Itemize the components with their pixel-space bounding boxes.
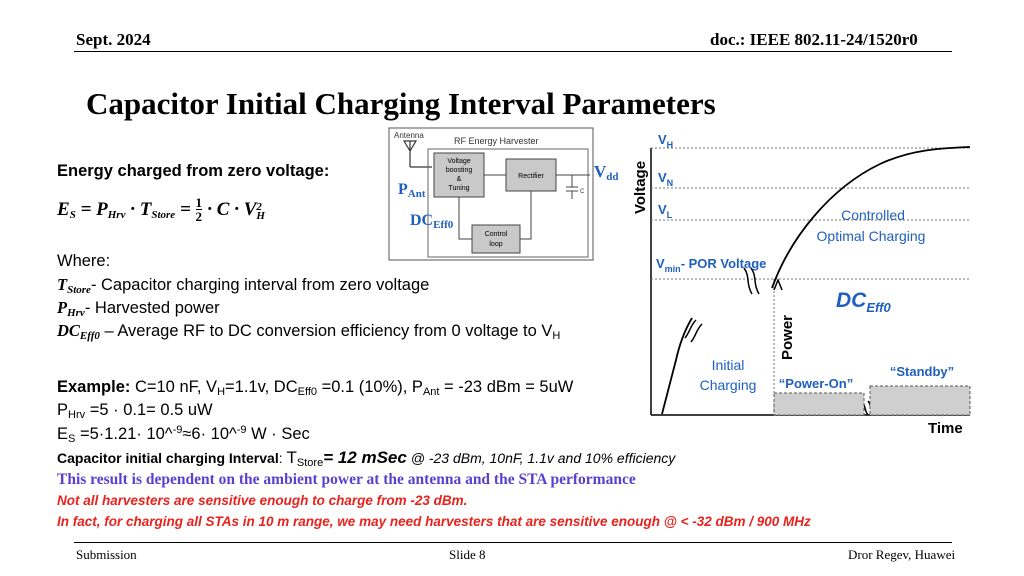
example-label: Example: xyxy=(57,378,131,396)
controlled-label: Controlled xyxy=(841,207,905,223)
power-label: Power xyxy=(779,315,796,360)
initial-curve xyxy=(661,317,693,415)
charging-label: Charging xyxy=(700,377,757,393)
voltage-line-1: Voltage xyxy=(447,158,470,165)
footer-author: Dror Regev, Huawei xyxy=(848,547,956,562)
interval-value: = 12 mSec xyxy=(323,448,407,467)
harvester-frame xyxy=(427,148,589,258)
por-notch xyxy=(773,277,783,291)
note-red-2: In fact, for charging all STAs in 10 m r… xyxy=(57,514,811,529)
header-doc: doc.: IEEE 802.11-24/1520r0 xyxy=(710,30,918,49)
break-mark-1 xyxy=(684,319,703,343)
t-store-desc: - Capacitor charging interval from zero … xyxy=(90,276,430,294)
standby-label: “Standby” xyxy=(890,364,954,379)
vmin-label: Vmin- POR Voltage xyxy=(656,256,766,274)
power-on-label: “Power-On” xyxy=(779,376,853,391)
dc-eff-desc: – Average RF to DC conversion efficiency… xyxy=(104,322,553,340)
t-store-line: TStore- Capacitor charging interval from… xyxy=(57,275,430,296)
footer-rule xyxy=(74,542,952,543)
harvester-title: RF Energy Harvester xyxy=(454,136,539,146)
antenna-label: Antenna xyxy=(394,131,424,140)
rectifier-label: Rectifier xyxy=(518,173,544,180)
slide-title: Capacitor Initial Charging Interval Para… xyxy=(86,86,716,121)
p-ant-label: PAnt xyxy=(398,181,426,200)
break-mark-2 xyxy=(743,267,760,295)
dc-eff-diagram-label: DCEff0 xyxy=(410,212,454,231)
interval-label: Capacitor initial charging Interval xyxy=(57,450,279,466)
voltage-line-2: boosting xyxy=(446,167,473,174)
interval-line: Capacitor initial charging Interval: TSt… xyxy=(57,448,676,469)
p-hrv-desc: - Harvested power xyxy=(84,299,220,317)
control-line-left xyxy=(458,197,472,240)
footer-slide-number: Slide 8 xyxy=(449,547,486,562)
voltage-line-3: & xyxy=(457,176,462,183)
x-axis-label: Time xyxy=(928,420,963,437)
dc-eff-line: DCEff0 – Average RF to DC conversion eff… xyxy=(57,321,561,342)
header-rule xyxy=(74,51,952,52)
standby-bar xyxy=(869,385,971,416)
control-line-1: Control xyxy=(485,231,508,238)
where-label: Where: xyxy=(57,252,111,270)
dc-eff-chart-label: DCEff0 xyxy=(836,289,891,315)
control-line-right xyxy=(520,191,532,240)
control-loop-box xyxy=(471,224,521,254)
note-purple: This result is dependent on the ambient … xyxy=(57,471,636,488)
control-line-2: loop xyxy=(489,241,502,248)
harvester-diagram: Antenna RF Energy Harvester Voltage boos… xyxy=(388,127,594,261)
vn-label: VN xyxy=(658,170,673,188)
es-example: ES =5·1.21· 10^-9≈6· 10^-9 W · Sec xyxy=(57,424,310,445)
c-store-label: C xyxy=(580,189,585,195)
note-red-1: Not all harvesters are sensitive enough … xyxy=(57,493,468,508)
y-axis-label: Voltage xyxy=(632,161,649,214)
header-date: Sept. 2024 xyxy=(76,30,151,49)
power-on-bar xyxy=(773,392,865,416)
interval-note: @ -23 dBm, 10nF, 1.1v and 10% efficiency xyxy=(406,450,676,466)
p-hrv-example: PHrv =5 · 0.1= 0.5 uW xyxy=(57,401,213,421)
optimal-label: Optimal Charging xyxy=(817,228,926,244)
initial-label: Initial xyxy=(712,357,745,373)
vh-label: VH xyxy=(658,132,673,150)
capacitor-icon xyxy=(566,175,578,199)
vdd-label: Vdd xyxy=(594,162,619,183)
voltage-line-4: Tuning xyxy=(448,185,469,192)
charging-chart: Voltage Power Time VH VN VL Vmin- POR Vo… xyxy=(632,132,971,437)
vl-label: VL xyxy=(658,202,673,220)
footer-submission: Submission xyxy=(76,547,137,562)
charging-curve xyxy=(771,146,971,289)
example-line: Example: C=10 nF, VH=1.1v, DCEff0 =0.1 (… xyxy=(57,378,574,398)
energy-heading: Energy charged from zero voltage: xyxy=(57,162,330,180)
p-hrv-line: PHrv- Harvested power xyxy=(57,298,220,319)
